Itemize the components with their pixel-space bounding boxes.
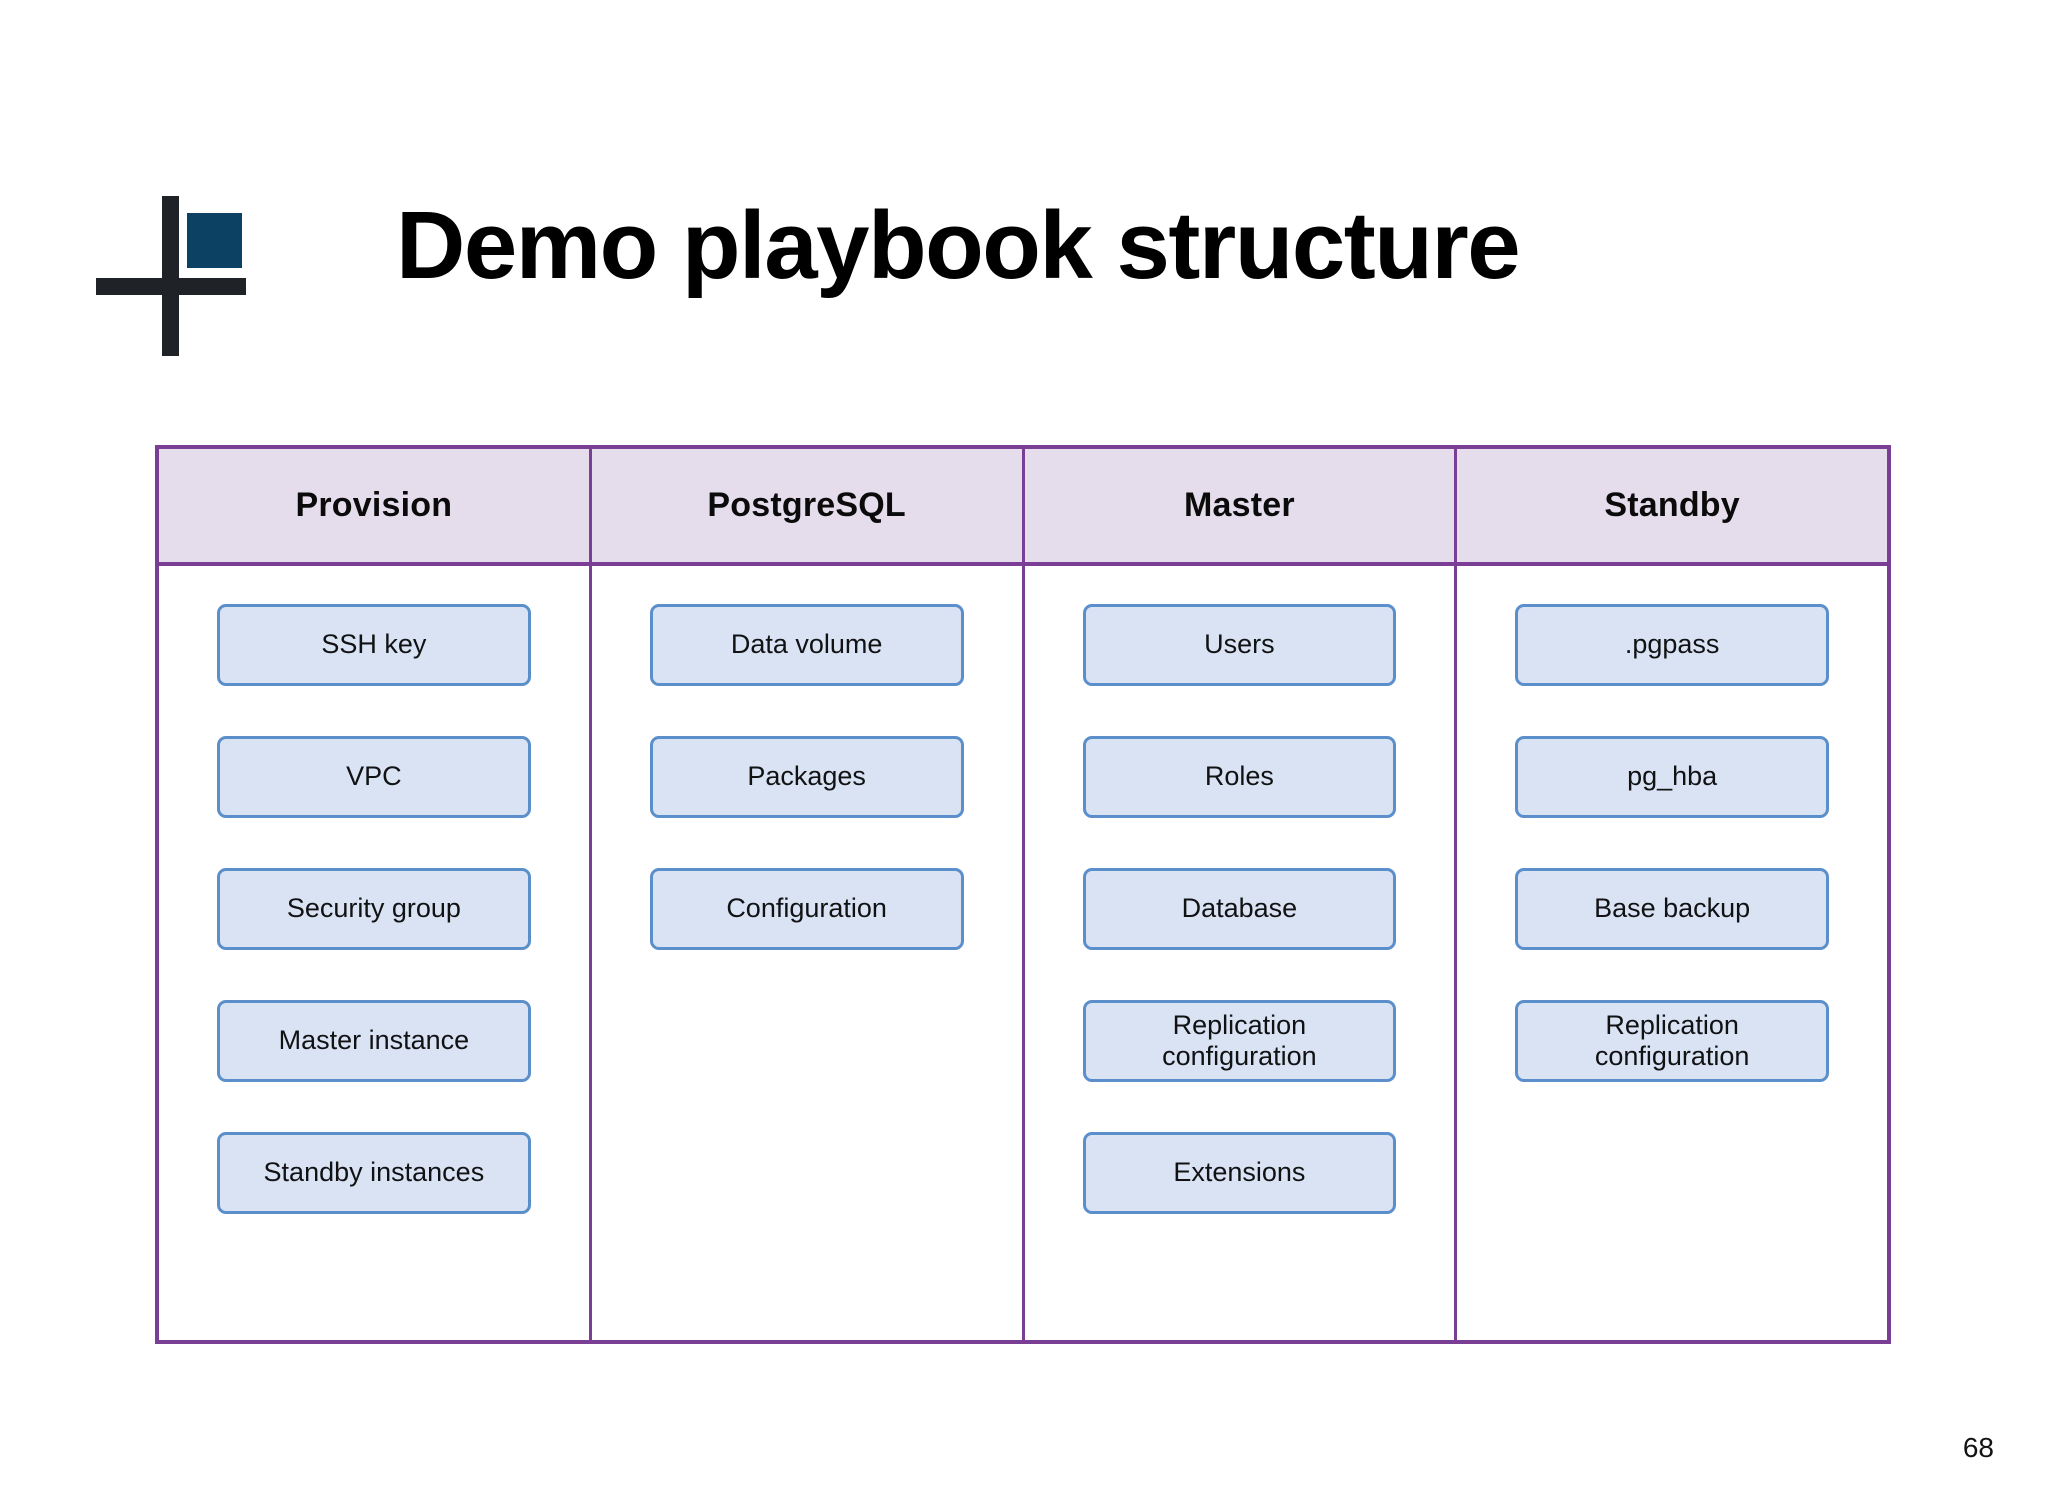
column-header-label: Standby xyxy=(1604,486,1740,524)
node-packages: Packages xyxy=(649,736,964,818)
node-ssh-key: SSH key xyxy=(217,604,531,686)
column-header-standby: Standby xyxy=(1457,449,1887,562)
node-database: Database xyxy=(1082,868,1397,950)
table-body: SSH key VPC Security group Master instan… xyxy=(159,566,1887,1340)
node-base-backup: Base backup xyxy=(1515,868,1829,950)
node-pg-hba: pg_hba xyxy=(1515,736,1829,818)
node-configuration: Configuration xyxy=(649,868,964,950)
node-extensions: Extensions xyxy=(1082,1132,1397,1214)
logo-square-icon xyxy=(187,213,242,268)
page-title: Demo playbook structure xyxy=(396,192,1521,299)
playbook-structure-table: Provision PostgreSQL Master Standby SSH … xyxy=(155,445,1891,1344)
column-header-master: Master xyxy=(1025,449,1458,562)
column-master: Users Roles Database Replication configu… xyxy=(1025,566,1458,1340)
column-header-postgresql: PostgreSQL xyxy=(592,449,1025,562)
node-pgpass: .pgpass xyxy=(1515,604,1829,686)
column-header-provision: Provision xyxy=(159,449,592,562)
logo-vertical-bar xyxy=(162,196,179,356)
node-data-volume: Data volume xyxy=(649,604,964,686)
page-number: 68 xyxy=(1962,1432,1994,1463)
column-postgresql: Data volume Packages Configuration xyxy=(592,566,1025,1340)
slide-header: Demo playbook structure xyxy=(0,0,2048,400)
node-standby-instances: Standby instances xyxy=(217,1132,531,1214)
node-replication-configuration: Replication configuration xyxy=(1082,1000,1397,1082)
column-standby: .pgpass pg_hba Base backup Replication c… xyxy=(1457,566,1887,1340)
node-master-instance: Master instance xyxy=(217,1000,531,1082)
node-users: Users xyxy=(1082,604,1397,686)
plus-square-logo xyxy=(96,196,246,356)
column-header-label: PostgreSQL xyxy=(707,486,906,524)
node-roles: Roles xyxy=(1082,736,1397,818)
column-provision: SSH key VPC Security group Master instan… xyxy=(159,566,592,1340)
column-header-label: Provision xyxy=(295,486,453,524)
table-header-row: Provision PostgreSQL Master Standby xyxy=(159,449,1887,566)
node-vpc: VPC xyxy=(217,736,531,818)
node-security-group: Security group xyxy=(217,868,531,950)
node-replication-configuration: Replication configuration xyxy=(1515,1000,1829,1082)
column-header-label: Master xyxy=(1183,486,1295,524)
